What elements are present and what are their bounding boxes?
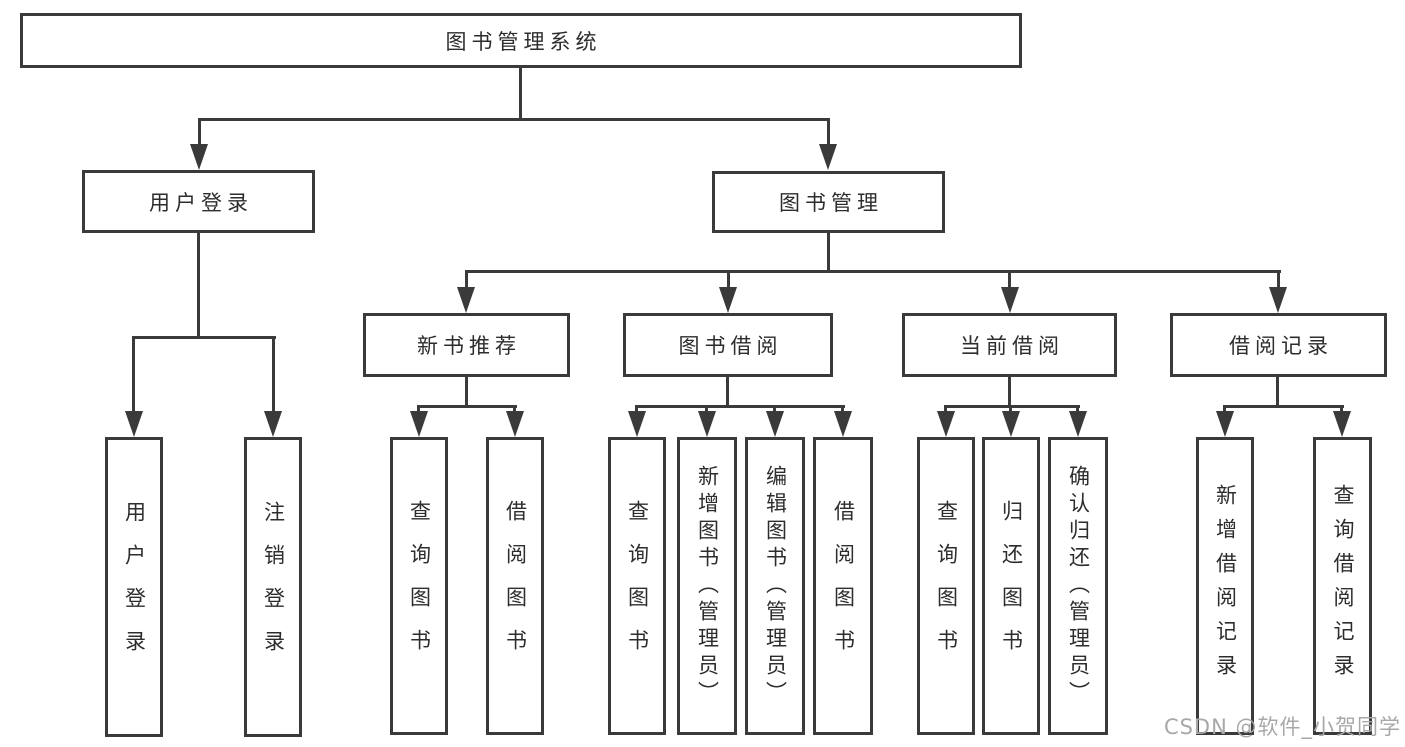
connector-segment <box>1223 405 1344 408</box>
arrowhead-down-icon <box>1069 411 1087 437</box>
node-label: 新书推荐 <box>417 334 521 358</box>
connector-segment <box>272 336 275 413</box>
connector-segment <box>417 405 420 415</box>
connector-segment <box>1276 377 1279 408</box>
csdn-watermark: CSDN @软件_小贺同学 <box>1163 715 1401 739</box>
connector-segment <box>841 405 844 415</box>
node-root-library-system: 图书管理系统 <box>20 13 1022 68</box>
leaf-label: 查询图书 <box>407 500 432 672</box>
connector-segment <box>727 270 730 289</box>
arrowhead-down-icon <box>457 287 475 313</box>
arrowhead-down-icon <box>719 287 737 313</box>
node-borrow-records: 借阅记录 <box>1170 313 1387 377</box>
leaf-label: 注销登录 <box>261 501 286 673</box>
leaf-label: 确认归还（管理员） <box>1066 464 1091 708</box>
leaf-newbook-borrow-books: 借阅图书 <box>486 437 544 735</box>
arrowhead-down-icon <box>264 411 282 437</box>
arrowhead-down-icon <box>190 144 208 170</box>
node-new-book-recommend: 新书推荐 <box>363 313 570 377</box>
leaf-logout: 注销登录 <box>244 437 302 737</box>
leaf-label: 新增借阅记录 <box>1213 484 1238 688</box>
node-label: 图书借阅 <box>678 334 783 358</box>
node-label: 用户登录 <box>149 190 253 215</box>
node-label: 图书管理 <box>779 191 883 215</box>
node-label: 当前借阅 <box>960 334 1064 358</box>
arrowhead-down-icon <box>410 411 428 437</box>
connector-segment <box>773 405 776 415</box>
connector-segment <box>944 405 1080 408</box>
leaf-add-books-admin: 新增图书（管理员） <box>677 437 737 735</box>
connector-segment <box>465 270 1281 273</box>
connector-segment <box>726 377 729 408</box>
leaf-label: 查询借阅记录 <box>1331 484 1355 688</box>
arrowhead-down-icon <box>125 411 143 437</box>
leaf-label: 查询图书 <box>625 500 650 672</box>
connector-segment <box>133 336 276 339</box>
connector-segment <box>132 336 135 413</box>
leaf-return-books: 归还图书 <box>982 437 1040 735</box>
connector-segment <box>197 233 200 339</box>
leaf-edit-books-admin: 编辑图书（管理员） <box>745 437 805 735</box>
connector-segment <box>944 405 947 415</box>
arrowhead-down-icon <box>1001 287 1019 313</box>
connector-segment <box>1076 405 1079 415</box>
connector-segment <box>1008 377 1011 408</box>
arrowhead-down-icon <box>1333 411 1351 437</box>
leaf-label: 归还图书 <box>999 500 1024 672</box>
connector-segment <box>198 118 201 146</box>
leaf-label: 新增图书（管理员） <box>695 464 720 708</box>
node-label: 借阅记录 <box>1229 334 1333 358</box>
leaf-label: 借阅图书 <box>503 500 528 672</box>
node-label: 图书管理系统 <box>445 29 602 54</box>
leaf-borrowing-borrow-books: 借阅图书 <box>813 437 873 735</box>
connector-segment <box>519 68 522 120</box>
arrowhead-down-icon <box>628 411 646 437</box>
connector-segment <box>635 405 638 415</box>
connector-segment <box>513 405 516 415</box>
node-book-management: 图书管理 <box>712 171 945 233</box>
connector-segment <box>465 377 468 408</box>
connector-segment <box>417 405 517 408</box>
leaf-label: 编辑图书（管理员） <box>763 464 788 708</box>
arrowhead-down-icon <box>937 411 955 437</box>
leaf-query-borrow-record: 查询借阅记录 <box>1313 437 1372 735</box>
arrowhead-down-icon <box>1216 411 1234 437</box>
leaf-label: 用户登录 <box>122 501 147 673</box>
connector-segment <box>1340 405 1343 415</box>
arrowhead-down-icon <box>506 411 524 437</box>
leaf-label: 借阅图书 <box>831 500 856 672</box>
arrowhead-down-icon <box>1269 287 1287 313</box>
connector-segment <box>1277 270 1280 289</box>
connector-segment <box>705 405 708 415</box>
connector-segment <box>827 233 830 272</box>
leaf-newbook-query-books: 查询图书 <box>390 437 448 735</box>
arrowhead-down-icon <box>766 411 784 437</box>
node-book-borrowing: 图书借阅 <box>623 313 833 377</box>
node-user-login: 用户登录 <box>82 170 315 233</box>
leaf-label: 查询图书 <box>934 500 959 672</box>
leaf-confirm-return-admin: 确认归还（管理员） <box>1048 437 1108 735</box>
leaf-add-borrow-record: 新增借阅记录 <box>1196 437 1254 735</box>
connector-segment <box>1009 405 1012 415</box>
leaf-current-query-books: 查询图书 <box>917 437 975 735</box>
connector-segment <box>1008 270 1011 289</box>
arrowhead-down-icon <box>1002 411 1020 437</box>
connector-segment <box>827 118 830 146</box>
leaf-borrowing-query-books: 查询图书 <box>608 437 666 735</box>
arrowhead-down-icon <box>698 411 716 437</box>
leaf-user-login: 用户登录 <box>105 437 163 737</box>
arrowhead-down-icon <box>834 411 852 437</box>
connector-segment <box>1223 405 1226 415</box>
connector-segment <box>465 270 468 289</box>
node-current-borrowing: 当前借阅 <box>902 313 1117 377</box>
connector-segment <box>635 405 845 408</box>
connector-segment <box>198 118 830 121</box>
arrowhead-down-icon <box>819 144 837 170</box>
